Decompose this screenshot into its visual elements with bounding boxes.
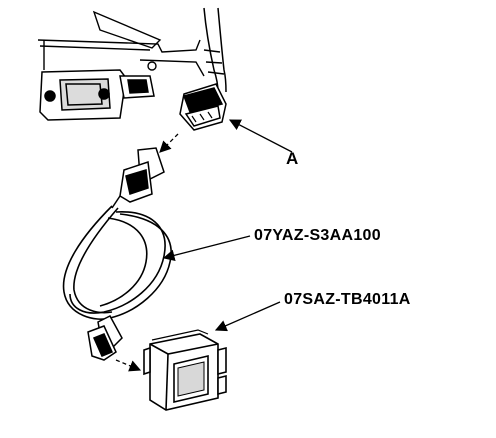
body-panel [37, 10, 205, 77]
callout-unit-label: 07SAZ-TB4011A [284, 291, 411, 308]
leader-unit [214, 301, 281, 332]
extension-cable-coil [62, 205, 172, 320]
extension-plug-lower [87, 315, 123, 361]
connect-arrow-a [159, 133, 179, 153]
leader-a [228, 119, 293, 153]
accessory-unit [143, 329, 227, 411]
connector-a [179, 83, 227, 131]
connect-arrow-unit [115, 359, 142, 372]
extension-plug-upper [111, 147, 165, 209]
callout-cable-label: 07YAZ-S3AA100 [254, 227, 381, 244]
leader-cable [162, 235, 251, 262]
callout-a-label: A [286, 149, 299, 168]
vehicle-harness [203, 7, 227, 93]
mounted-module [39, 69, 155, 121]
